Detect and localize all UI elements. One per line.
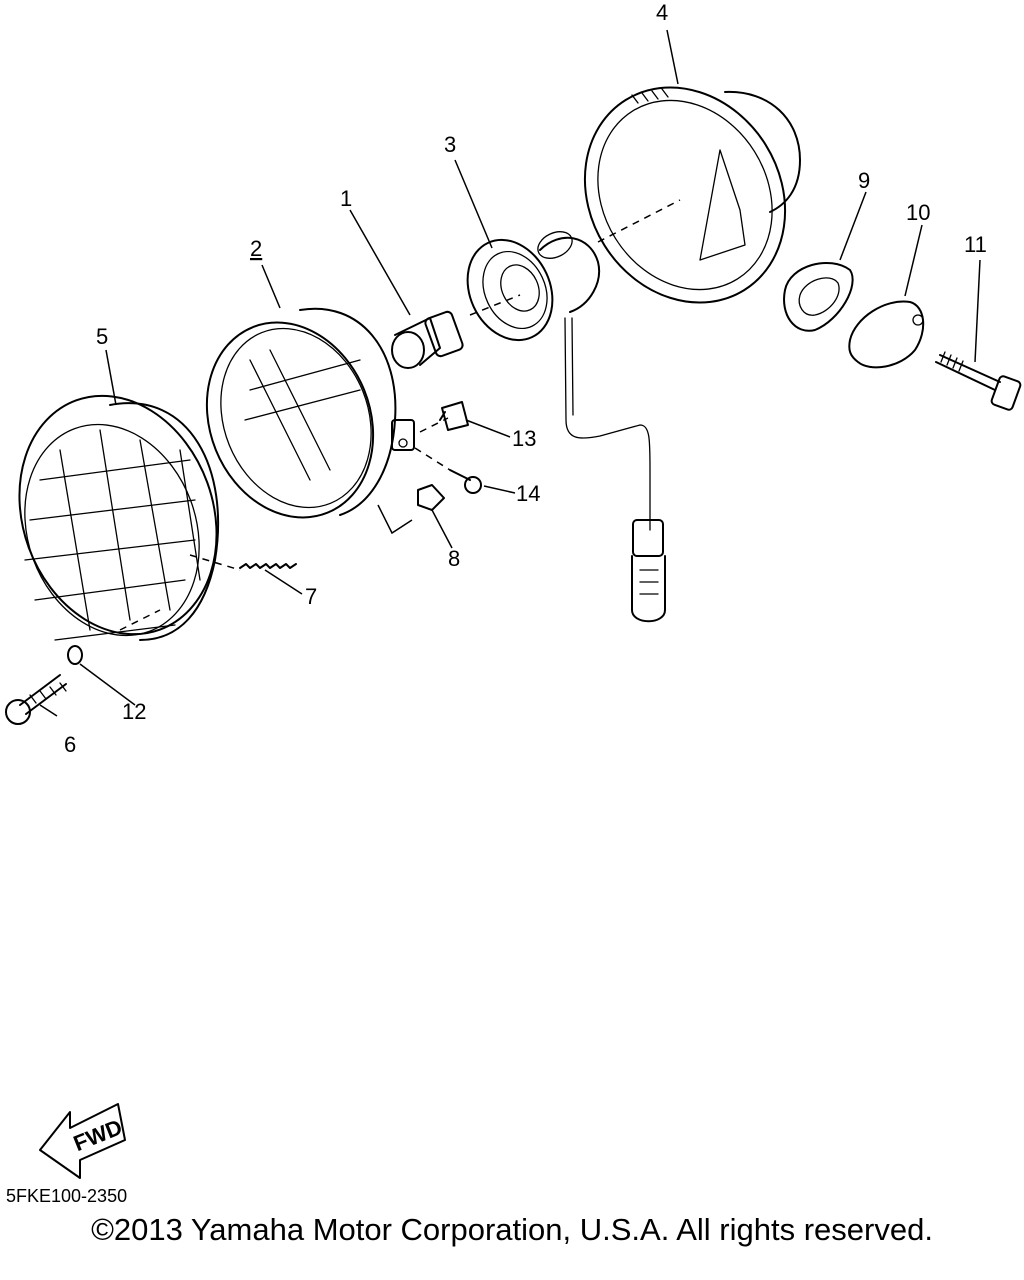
lens-unit <box>205 307 415 519</box>
callout-11: 11 <box>964 232 987 257</box>
washer <box>67 645 83 665</box>
fwd-arrow-icon: FWD <box>39 1103 126 1179</box>
bolt <box>935 351 1022 411</box>
fwd-label: FWD <box>70 1114 126 1156</box>
callout-7: 7 <box>305 584 317 609</box>
nut-8 <box>417 484 445 511</box>
callout-3: 3 <box>444 132 456 157</box>
screw-6 <box>5 674 67 725</box>
cap <box>848 300 925 369</box>
bulb-socket <box>466 231 601 342</box>
callout-labels: 1 2 3 4 5 6 7 8 9 10 11 12 13 14 <box>64 0 987 757</box>
callout-8: 8 <box>448 546 460 571</box>
copyright-notice: ©2013 Yamaha Motor Corporation, U.S.A. A… <box>91 1212 933 1247</box>
grommet <box>783 261 854 332</box>
headlight-guard <box>18 394 220 641</box>
spring <box>239 563 297 569</box>
callout-6: 6 <box>64 732 76 757</box>
screw-14 <box>449 469 482 494</box>
headlight-housing <box>583 86 801 304</box>
nut-clip <box>439 401 469 431</box>
callout-2: 2 <box>250 236 262 261</box>
callout-1: 1 <box>340 186 352 211</box>
callout-12: 12 <box>122 699 146 724</box>
part-code: 5FKE100-2350 <box>6 1186 128 1206</box>
callout-4: 4 <box>656 0 668 25</box>
callout-13: 13 <box>512 426 536 451</box>
leader-lines <box>39 29 981 717</box>
callout-14: 14 <box>516 481 540 506</box>
wire-harness <box>564 317 666 623</box>
bulb <box>391 310 464 369</box>
callout-9: 9 <box>858 168 870 193</box>
callout-5: 5 <box>96 324 108 349</box>
callout-10: 10 <box>906 200 930 225</box>
